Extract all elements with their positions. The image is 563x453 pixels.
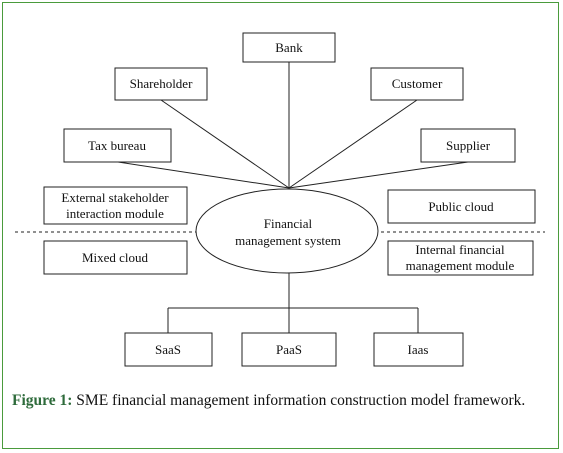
- caption-text: SME financial management information con…: [72, 392, 526, 409]
- center-ellipse: [195, 188, 379, 274]
- iaas-label: Iaas: [408, 342, 429, 357]
- supplier-box: [420, 128, 516, 163]
- saas-label: SaaS: [155, 342, 181, 357]
- internal-module-label-line1: Internal financial: [415, 242, 505, 257]
- bank-box: [242, 32, 336, 63]
- caption-label: Figure 1:: [12, 392, 73, 409]
- shareholder-label: Shareholder: [130, 76, 193, 91]
- supplier-label: Supplier: [446, 138, 491, 153]
- shareholder-box: [114, 67, 208, 101]
- mixed-cloud-label: Mixed cloud: [82, 250, 149, 265]
- iaas-box: [373, 332, 464, 367]
- edge-shareholder: [160, 99, 290, 189]
- center-label-line2: management system: [235, 233, 341, 248]
- paas-box: [241, 332, 337, 367]
- edge-tax-bureau: [117, 161, 290, 189]
- figure-frame: [2, 2, 559, 449]
- edge-supplier: [288, 161, 469, 189]
- paas-label: PaaS: [276, 342, 302, 357]
- external-module-label-line1: External stakeholder: [61, 190, 169, 205]
- internal-module-box: [387, 240, 534, 276]
- external-module-box: [43, 186, 188, 225]
- mixed-cloud-box: [43, 240, 188, 275]
- public-cloud-label: Public cloud: [428, 199, 494, 214]
- customer-box: [370, 67, 464, 101]
- saas-box: [124, 332, 213, 367]
- framework-diagram: Bank Shareholder Customer Tax bureau Sup…: [15, 32, 545, 367]
- tax-bureau-label: Tax bureau: [88, 138, 146, 153]
- external-module-label-line2: interaction module: [66, 206, 164, 221]
- customer-label: Customer: [392, 76, 443, 91]
- edge-customer: [288, 99, 418, 189]
- bank-label: Bank: [275, 40, 303, 55]
- tax-bureau-box: [63, 128, 172, 163]
- center-label-line1: Financial: [264, 216, 313, 231]
- figure-caption: Figure 1: SME financial management infor…: [12, 390, 552, 411]
- public-cloud-box: [387, 189, 536, 224]
- internal-module-label-line2: management module: [406, 258, 515, 273]
